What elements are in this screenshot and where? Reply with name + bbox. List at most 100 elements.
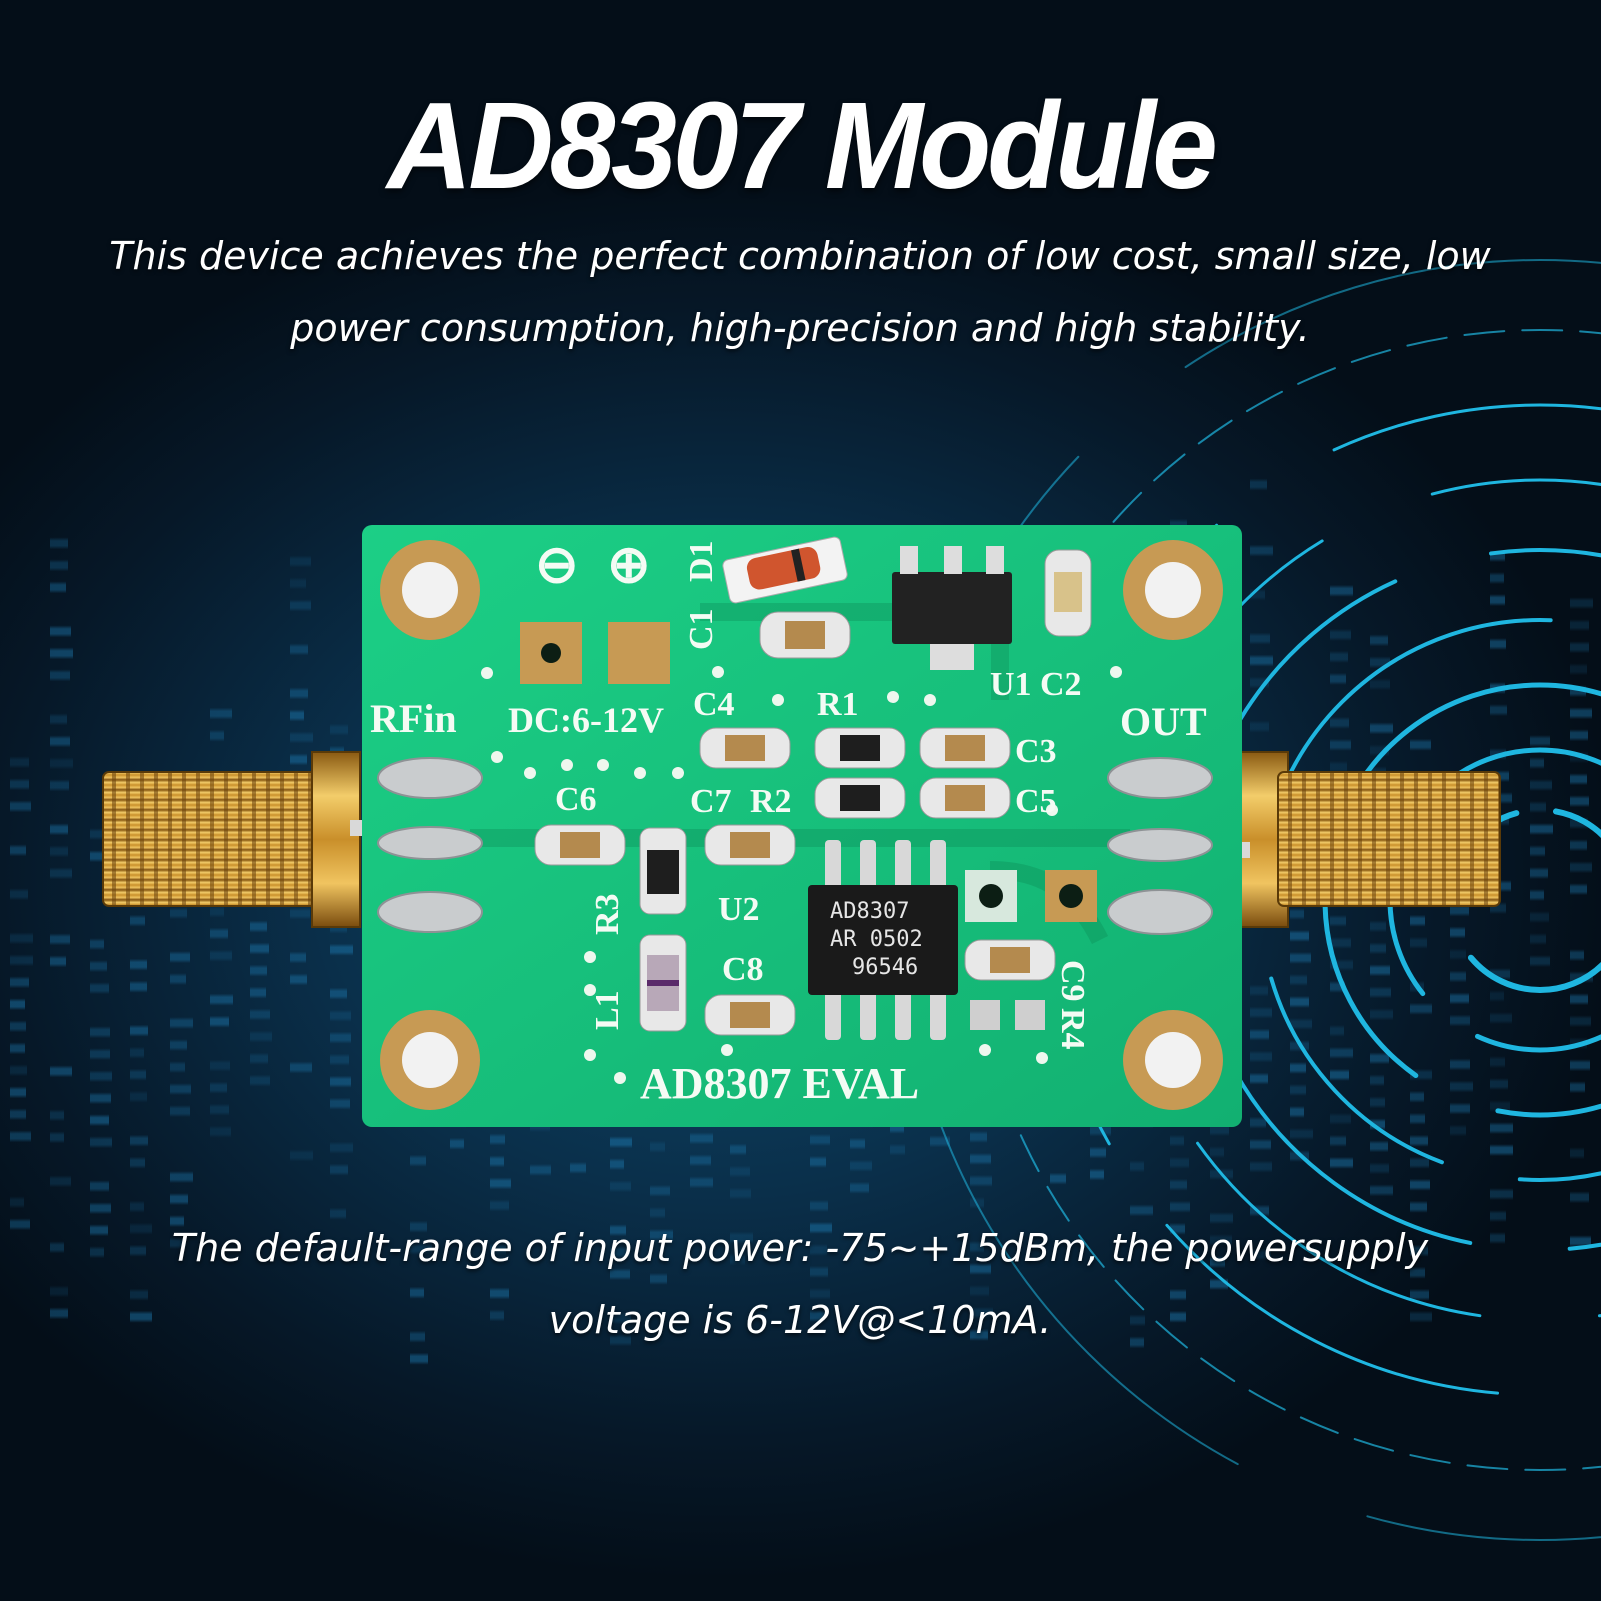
data-bar xyxy=(970,1306,993,1319)
data-bar xyxy=(10,1130,31,1143)
data-bar xyxy=(50,713,67,726)
data-bar xyxy=(130,1288,148,1301)
cap-c6 xyxy=(534,824,626,866)
data-bar xyxy=(1570,1147,1584,1160)
data-bar xyxy=(50,823,68,836)
cap-c5 xyxy=(919,777,1011,819)
data-bar xyxy=(90,1048,110,1061)
chip-line1: AD8307 xyxy=(830,899,909,924)
minus-symbol-icon: ⊖ xyxy=(535,537,579,594)
data-bar xyxy=(1570,729,1588,742)
data-bar xyxy=(1410,1310,1432,1323)
data-bar xyxy=(1250,1072,1268,1085)
data-bar xyxy=(10,800,31,813)
data-bar xyxy=(1330,760,1347,773)
data-bar xyxy=(1530,867,1548,880)
data-bar xyxy=(1170,1134,1184,1147)
data-bar xyxy=(610,1180,631,1193)
data-bar xyxy=(1330,1112,1351,1125)
data-bar xyxy=(1570,663,1587,676)
data-bar xyxy=(1330,716,1349,729)
ref-d1: D1 xyxy=(683,540,720,582)
data-bar xyxy=(1210,1146,1224,1159)
data-bar xyxy=(810,1221,832,1234)
data-bar xyxy=(210,729,224,742)
data-bar xyxy=(610,1312,631,1325)
data-bar xyxy=(170,1215,184,1228)
data-bar xyxy=(690,1154,711,1167)
data-bar xyxy=(1450,1102,1470,1115)
data-bar xyxy=(210,927,228,940)
data-bar xyxy=(690,1176,713,1189)
data-bar xyxy=(290,643,308,656)
data-bar xyxy=(650,1184,670,1197)
ref-r1: R1 xyxy=(817,686,859,723)
data-bar xyxy=(1490,1210,1506,1223)
description-top-line1: This device achieves the perfect combina… xyxy=(109,234,1491,278)
mounting-holes xyxy=(380,540,1223,1110)
data-bar xyxy=(1290,995,1309,1008)
data-bar xyxy=(170,1105,190,1118)
data-bar xyxy=(10,844,26,857)
test-pads xyxy=(965,870,1097,922)
solder-joints xyxy=(377,757,1213,935)
data-bar xyxy=(130,1156,145,1169)
data-bar xyxy=(1450,904,1469,917)
data-bar xyxy=(970,1328,988,1341)
data-bar xyxy=(1210,1234,1232,1247)
data-bar xyxy=(330,987,347,1000)
data-bar xyxy=(1170,1310,1186,1323)
data-bar xyxy=(170,1061,185,1074)
data-bar xyxy=(730,1253,745,1266)
data-bar xyxy=(130,1222,152,1235)
ref-c4: C4 xyxy=(693,686,735,723)
data-bar xyxy=(1490,594,1505,607)
data-bar xyxy=(330,1053,349,1066)
data-bar xyxy=(1530,845,1545,858)
data-bar xyxy=(10,778,29,791)
data-bar xyxy=(50,933,70,946)
data-bar xyxy=(1330,584,1353,597)
data-bar xyxy=(610,1224,626,1237)
chip-line2: AR 0502 xyxy=(830,927,923,952)
data-bar xyxy=(1410,1156,1429,1169)
data-bar xyxy=(210,949,232,962)
ref-c9: C9 xyxy=(1054,960,1091,1002)
data-bar xyxy=(1370,634,1388,647)
data-bar xyxy=(210,1103,229,1116)
data-bar xyxy=(170,1237,186,1250)
data-bar xyxy=(1330,1068,1349,1081)
data-bar xyxy=(290,973,307,986)
data-bar xyxy=(50,1175,71,1188)
data-bar xyxy=(1330,914,1346,927)
data-bar xyxy=(90,850,104,863)
data-bar xyxy=(1570,993,1588,1006)
data-bar xyxy=(1330,1046,1353,1059)
page-title: AD8307 Module xyxy=(387,76,1218,216)
data-bar xyxy=(1570,773,1587,786)
data-bar xyxy=(610,1334,631,1347)
data-bar xyxy=(1370,920,1386,933)
data-bar xyxy=(90,1180,109,1193)
data-bar xyxy=(1370,1008,1393,1021)
data-bar xyxy=(610,1246,630,1259)
data-bar xyxy=(1410,936,1427,949)
data-bar xyxy=(250,986,266,999)
data-bar xyxy=(1370,964,1390,977)
data-bar xyxy=(130,1134,148,1147)
data-bar xyxy=(90,938,104,951)
data-bar xyxy=(90,1092,111,1105)
data-bar xyxy=(410,1154,426,1167)
data-bar xyxy=(50,1307,68,1320)
data-bar xyxy=(970,1262,991,1275)
data-bar xyxy=(1570,839,1587,852)
data-bar xyxy=(730,1187,751,1200)
data-bar xyxy=(730,1231,753,1244)
data-bar xyxy=(1530,757,1544,770)
data-bar xyxy=(1090,1168,1104,1181)
data-bar xyxy=(90,1136,112,1149)
data-bar xyxy=(1530,911,1549,924)
component-refs: C1 D1 U1 C2 C4 R1 C3 C5 C6 C7 R2 R3 U2 C… xyxy=(555,540,1091,1049)
data-bar xyxy=(170,907,187,920)
ref-c5: C5 xyxy=(1015,783,1057,820)
